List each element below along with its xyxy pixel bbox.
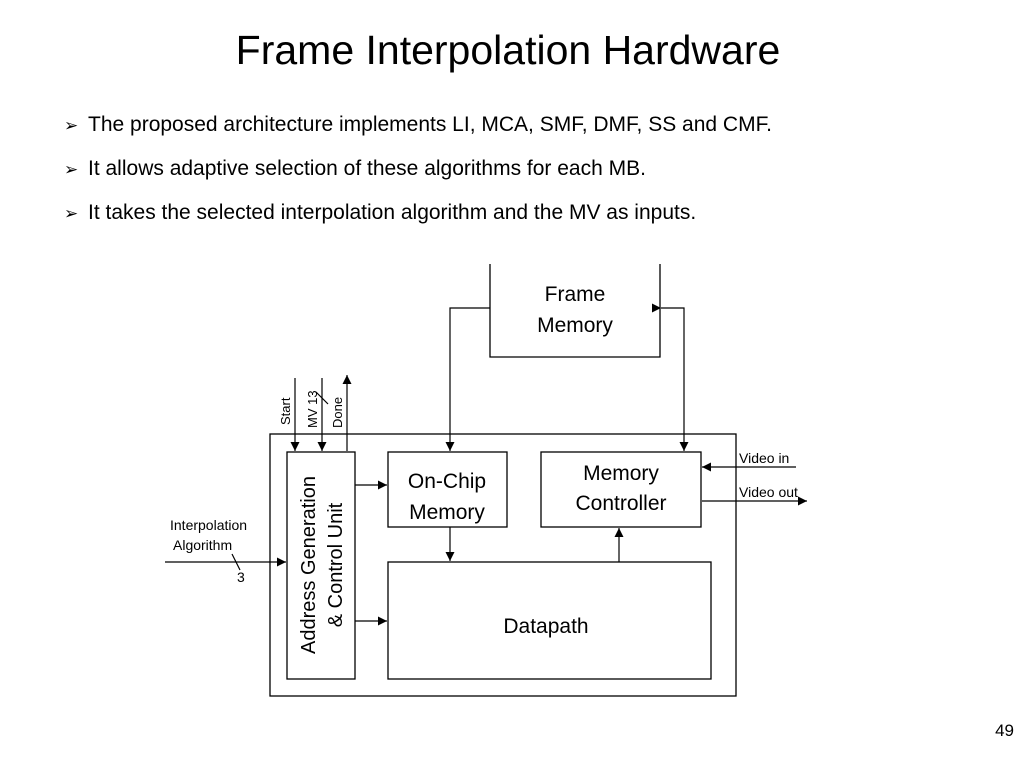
frame-memory-label: Frame <box>545 283 606 306</box>
bullet-text: The proposed architecture implements LI,… <box>88 113 772 136</box>
bullet-arrow-icon: ➢ <box>64 204 79 223</box>
datapath-label: Datapath <box>503 615 588 638</box>
frame-to-onchip-arrow <box>445 307 490 451</box>
interpolation-width-label: 3 <box>237 569 245 585</box>
mv-bus-slash <box>315 391 329 405</box>
done-signal-label: Done <box>330 397 345 428</box>
video-out-label: Video out <box>739 484 798 500</box>
interpolation-algorithm-label: Interpolation <box>170 517 247 533</box>
bullet-item: ➢ It allows adaptive selection of these a… <box>64 156 646 183</box>
bullet-arrow-icon: ➢ <box>64 160 79 179</box>
video-in-label: Video in <box>739 450 789 466</box>
on-chip-memory-label: Memory <box>409 501 485 524</box>
datapath-block: Datapath <box>387 561 712 680</box>
memory-controller-label: Memory <box>583 462 659 485</box>
agcu-label: & Control Unit <box>325 502 347 627</box>
memory-controller-block: Memory Controller <box>540 451 702 528</box>
frame-memory-block: Frame Memory <box>489 264 661 358</box>
memory-controller-label: Controller <box>575 492 666 515</box>
slide-title: Frame Interpolation Hardware <box>235 27 781 73</box>
address-generation-control-unit-block: Address Generation & Control Unit <box>286 451 356 680</box>
agcu-label: Address Generation <box>298 476 320 654</box>
interpolation-algorithm-label: Algorithm <box>173 537 232 553</box>
hardware-boundary <box>269 433 737 697</box>
interpolation-bus-slash <box>231 553 241 571</box>
on-chip-memory-block: On-Chip Memory <box>387 451 508 528</box>
frame-memory-controller-arrow <box>652 303 689 451</box>
on-chip-memory-label: On-Chip <box>408 470 486 493</box>
bullet-item: ➢ The proposed architecture implements LI… <box>64 112 772 139</box>
mv-signal-label: MV 13 <box>305 390 320 428</box>
bullet-text: It takes the selected interpolation algo… <box>88 201 697 224</box>
bullet-item: ➢ It takes the selected interpolation alg… <box>64 200 696 227</box>
bullet-text: It allows adaptive selection of these al… <box>88 157 646 180</box>
bullet-arrow-icon: ➢ <box>64 116 79 135</box>
start-signal-label: Start <box>278 397 293 425</box>
frame-memory-label: Memory <box>537 314 613 337</box>
page-number: 49 <box>995 721 1014 740</box>
